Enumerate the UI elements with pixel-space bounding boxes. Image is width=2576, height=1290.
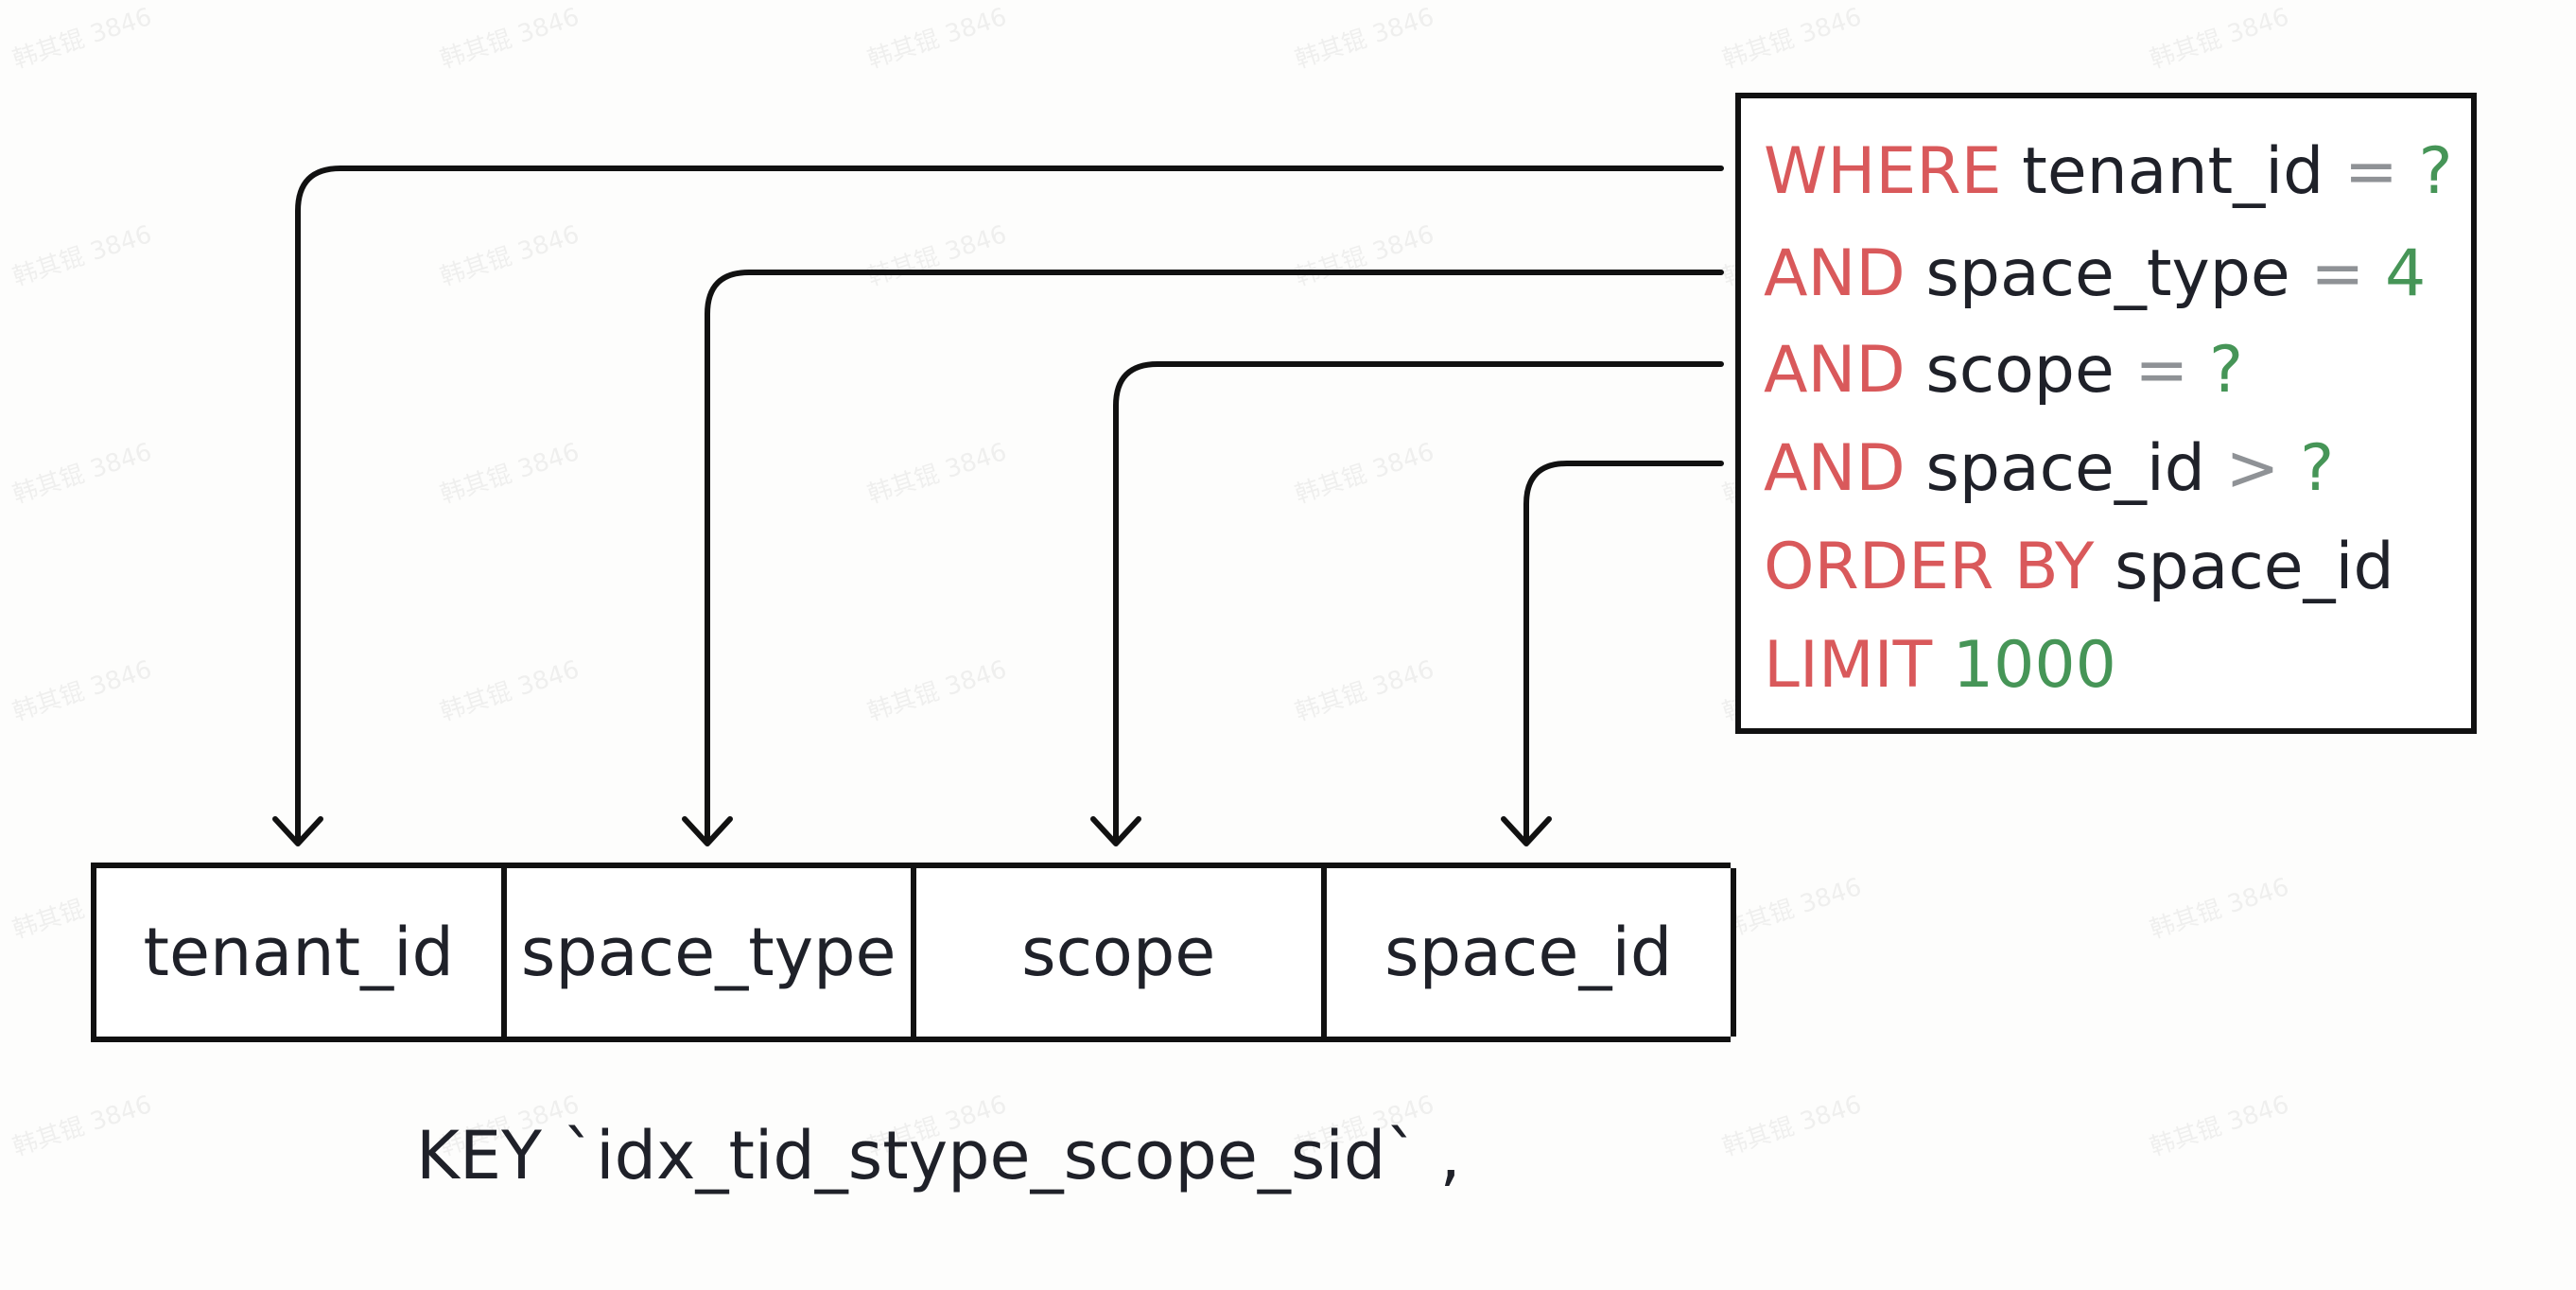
sql-column: space_id xyxy=(2115,530,2394,604)
sql-line-and-scope: AND scope = ? xyxy=(1764,333,2243,409)
sql-operator: > xyxy=(2225,431,2280,506)
sql-keyword: LIMIT xyxy=(1764,628,1933,703)
arrow-space-id xyxy=(1523,461,1724,845)
sql-column: scope xyxy=(1925,333,2115,408)
sql-value: ? xyxy=(2418,134,2453,209)
arrow-space-type xyxy=(705,270,1724,845)
sql-query-box: WHERE tenant_id = ? AND space_type = 4 A… xyxy=(1735,93,2477,734)
sql-line-and-space-type: AND space_type = 4 xyxy=(1764,236,2426,312)
index-columns-row: tenant_id space_type scope space_id xyxy=(91,863,1736,1042)
sql-keyword: AND xyxy=(1764,333,1906,408)
sql-keyword: ORDER BY xyxy=(1764,530,2095,604)
sql-value: ? xyxy=(2209,333,2244,408)
arrow-scope xyxy=(1113,361,1724,845)
sql-value: ? xyxy=(2300,431,2335,506)
sql-operator: = xyxy=(2343,134,2398,209)
sql-line-limit: LIMIT 1000 xyxy=(1764,628,2116,704)
index-column-tenant-id: tenant_id xyxy=(96,868,507,1037)
sql-operator: = xyxy=(2310,236,2365,311)
sql-line-and-space-id: AND space_id > ? xyxy=(1764,431,2334,507)
arrowhead-space-type xyxy=(682,816,733,846)
sql-line-order-by: ORDER BY space_id xyxy=(1764,530,2394,605)
sql-line-where: WHERE tenant_id = ? xyxy=(1764,134,2453,210)
sql-value: 1000 xyxy=(1952,628,2116,703)
index-column-space-id: space_id xyxy=(1327,868,1736,1037)
arrowhead-space-id xyxy=(1501,816,1552,846)
sql-keyword: AND xyxy=(1764,236,1906,311)
index-column-scope: scope xyxy=(916,868,1327,1037)
sql-keyword: AND xyxy=(1764,431,1906,506)
sql-column: space_id xyxy=(1925,431,2205,506)
arrowhead-scope xyxy=(1090,816,1141,846)
sql-column: space_type xyxy=(1925,236,2290,311)
sql-value: 4 xyxy=(2385,236,2427,311)
arrow-tenant-id xyxy=(295,166,1724,845)
sql-column: tenant_id xyxy=(2022,134,2324,209)
arrowhead-tenant-id xyxy=(272,816,323,846)
index-key-caption: KEY `idx_tid_stype_scope_sid` , xyxy=(416,1117,1461,1194)
sql-keyword: WHERE xyxy=(1764,134,2002,209)
index-column-space-type: space_type xyxy=(507,868,916,1037)
sql-operator: = xyxy=(2134,333,2189,408)
